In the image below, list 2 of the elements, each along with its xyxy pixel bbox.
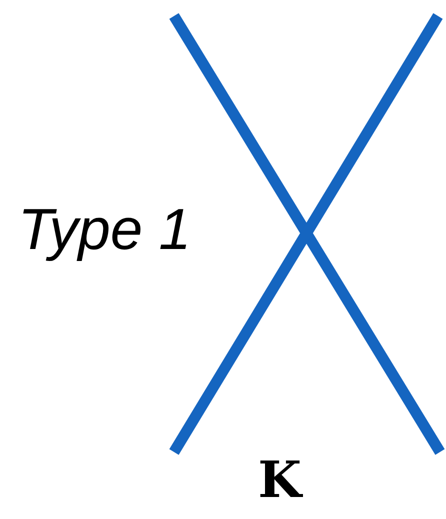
knot-label: K (258, 452, 302, 507)
type-label: Type 1 (18, 198, 192, 262)
